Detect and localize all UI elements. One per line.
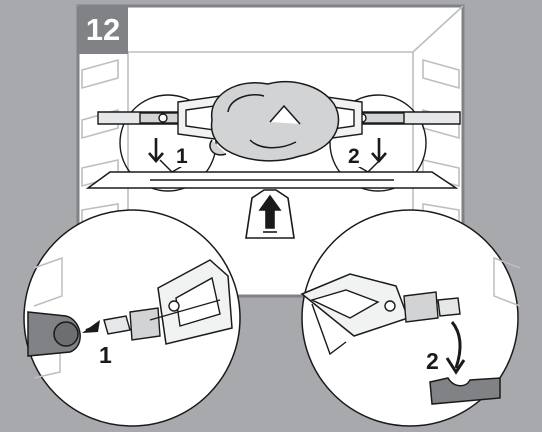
label-detail-left: 1 <box>99 342 112 368</box>
step-number-badge: 12 <box>78 6 128 54</box>
arrow-down-icon <box>148 138 164 163</box>
detail-circle-right <box>300 209 521 427</box>
label-overview-left: 1 <box>175 145 189 168</box>
right-zone-circle <box>329 94 427 192</box>
chicken-illustration <box>209 81 340 162</box>
arrow-down-icon <box>445 321 466 375</box>
label-detail-right: 2 <box>426 348 439 374</box>
label-overview-right: 2 <box>347 145 361 168</box>
spit-support-frame <box>85 156 459 189</box>
arrow-up-icon <box>245 189 295 239</box>
left-zone-circle <box>119 94 217 192</box>
detail-circle-left <box>23 209 241 427</box>
